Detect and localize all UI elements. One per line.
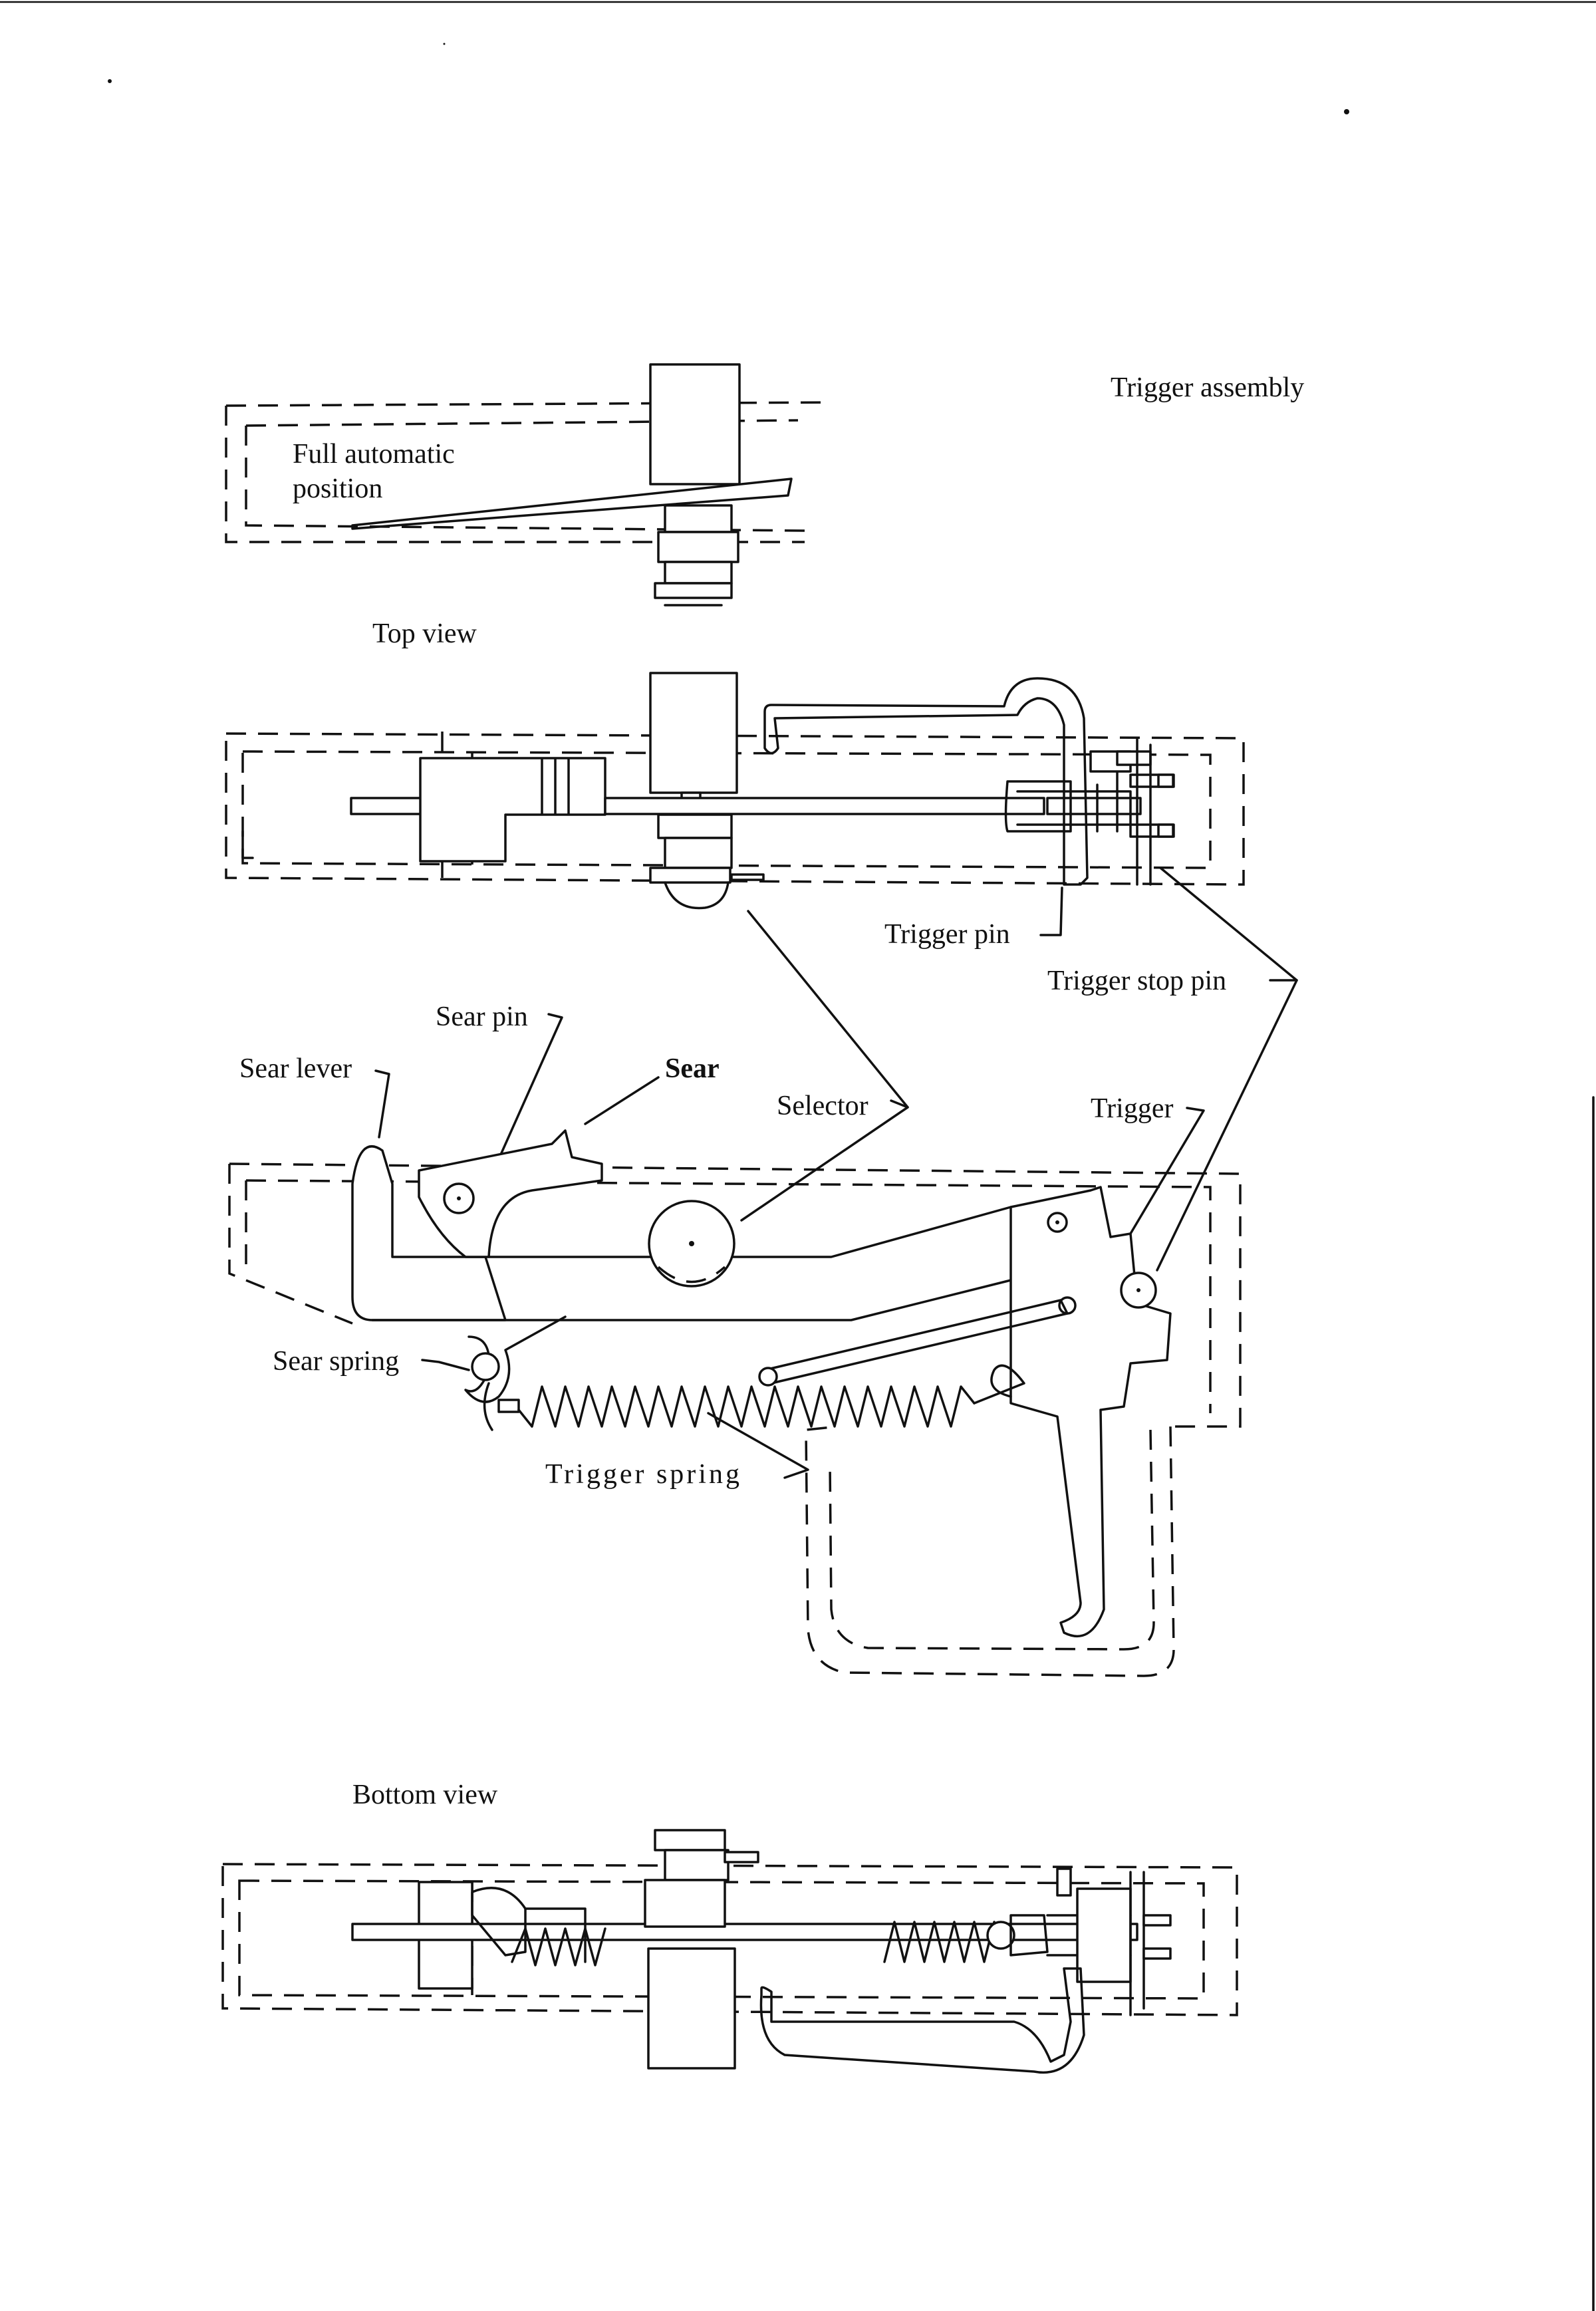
position-label: position: [293, 474, 382, 504]
sear-lever-label: Sear lever: [239, 1053, 352, 1084]
scan-speck: [443, 43, 446, 45]
trigger-spring-zigzag: [517, 1385, 976, 1428]
selector-label: Selector: [777, 1091, 868, 1121]
full-automatic-label: Full automatic: [293, 439, 455, 470]
top-view-label: Top view: [372, 618, 477, 649]
sear-lever-leader: [374, 1069, 390, 1139]
trigger-stop-pin-leader-side: [1156, 979, 1298, 1272]
trigger-spring-label: Trigger spring: [545, 1459, 742, 1490]
sear-pin-leader: [477, 1013, 563, 1205]
trigger-stop-pin-label: Trigger stop pin: [1047, 966, 1226, 996]
trigger-pin-leader: [1039, 886, 1063, 936]
bottom-view: [221, 1829, 1238, 2074]
side-view: [228, 1129, 1242, 1677]
sear-spring-leader: [421, 1359, 470, 1371]
full-automatic-view: Full automatic position: [225, 363, 832, 607]
sear-pin-label: Sear pin: [436, 1002, 528, 1032]
sear-label: Sear: [665, 1053, 720, 1084]
trigger-leader: [1129, 1107, 1205, 1235]
trigger-label: Trigger: [1091, 1093, 1173, 1124]
selector-leader-top: [747, 910, 909, 1109]
title: Trigger assembly: [1111, 372, 1304, 403]
top-view: [225, 672, 1245, 910]
trigger-stop-pin-leader-top: [1159, 867, 1298, 982]
scan-speck: [108, 79, 112, 83]
sear-spring-label: Sear spring: [273, 1346, 399, 1377]
bottom-view-label: Bottom view: [352, 1780, 498, 1810]
sear-leader: [584, 1076, 660, 1125]
scan-speck: [1344, 109, 1349, 114]
trigger-pin-label: Trigger pin: [884, 919, 1010, 950]
trigger-spring-leader: [707, 1412, 809, 1479]
